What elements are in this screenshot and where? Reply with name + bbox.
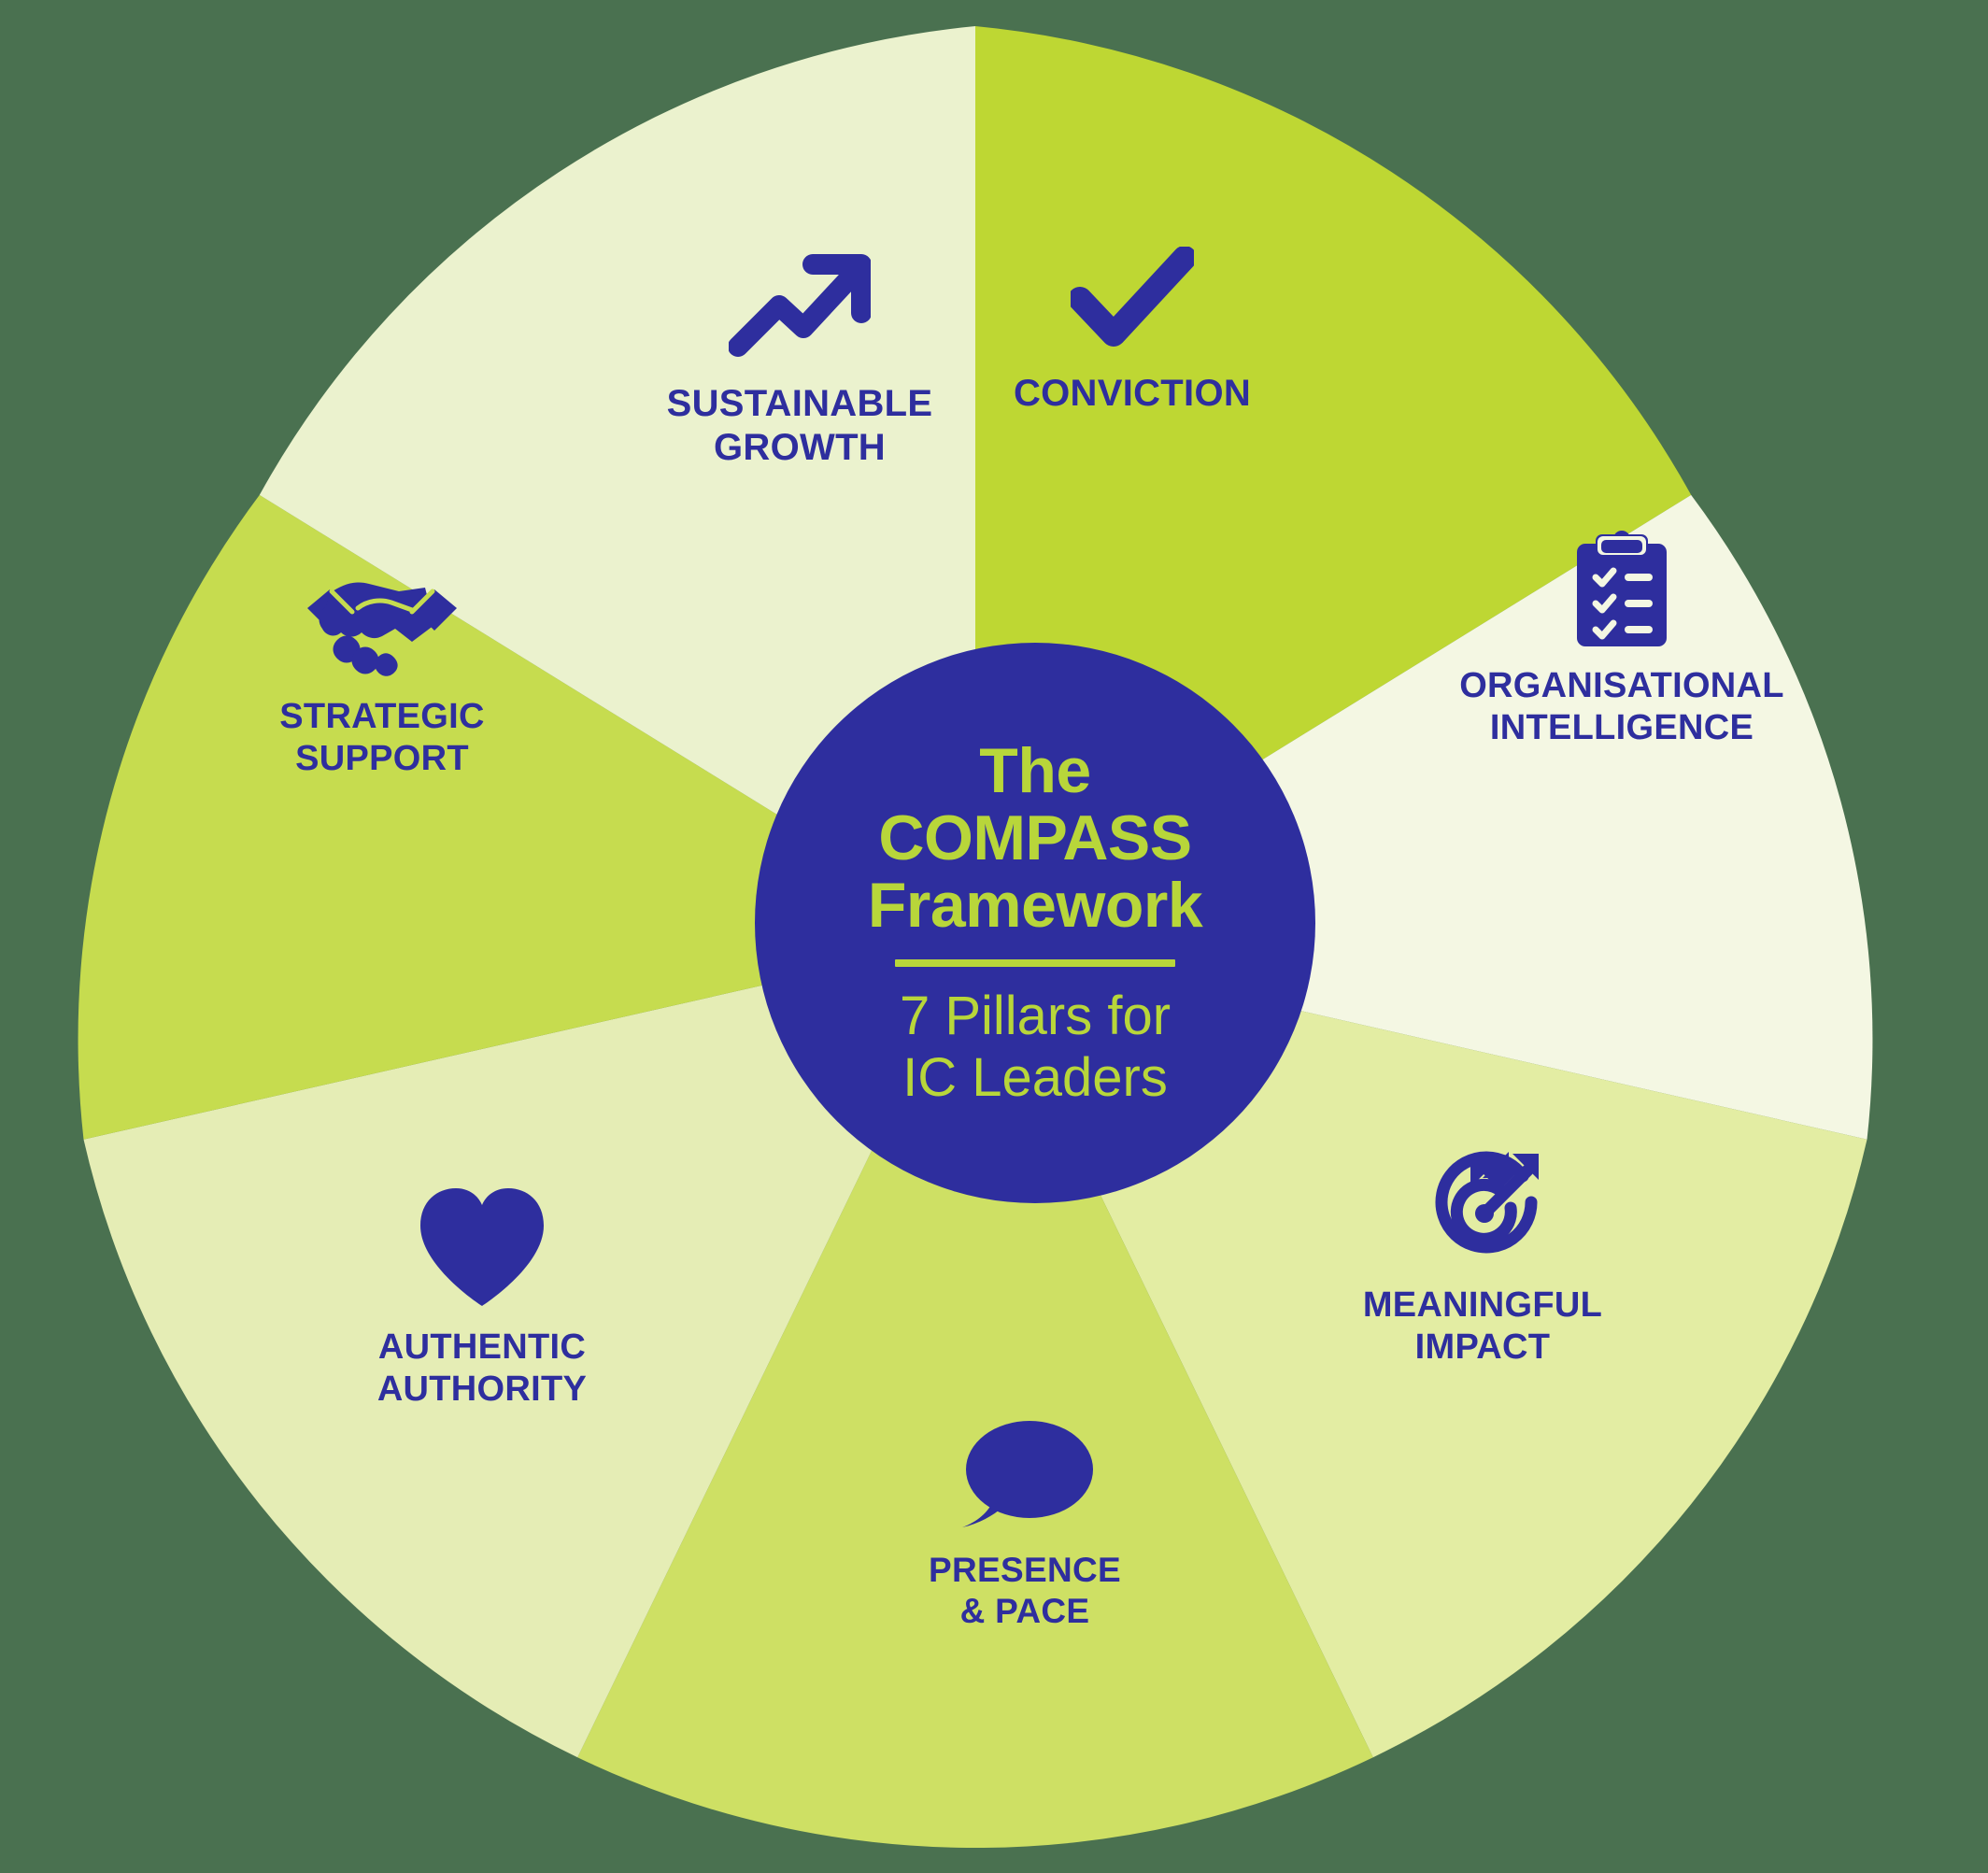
hub-title: The COMPASS Framework bbox=[867, 734, 1203, 941]
center-hub[interactable]: The COMPASS Framework 7 Pillars for IC L… bbox=[755, 643, 1315, 1203]
wheel-segments-svg bbox=[78, 26, 1873, 1848]
slice-presence[interactable] bbox=[577, 937, 1373, 1848]
compass-wheel: CONVICTION bbox=[60, 26, 1891, 1848]
slice-strategic[interactable] bbox=[78, 494, 976, 1140]
slice-authority[interactable] bbox=[83, 937, 976, 1758]
segment-slices bbox=[78, 26, 1873, 1848]
hub-subtitle: 7 Pillars for IC Leaders bbox=[899, 986, 1172, 1109]
slice-growth[interactable] bbox=[259, 26, 975, 937]
hub-divider bbox=[895, 959, 1175, 967]
